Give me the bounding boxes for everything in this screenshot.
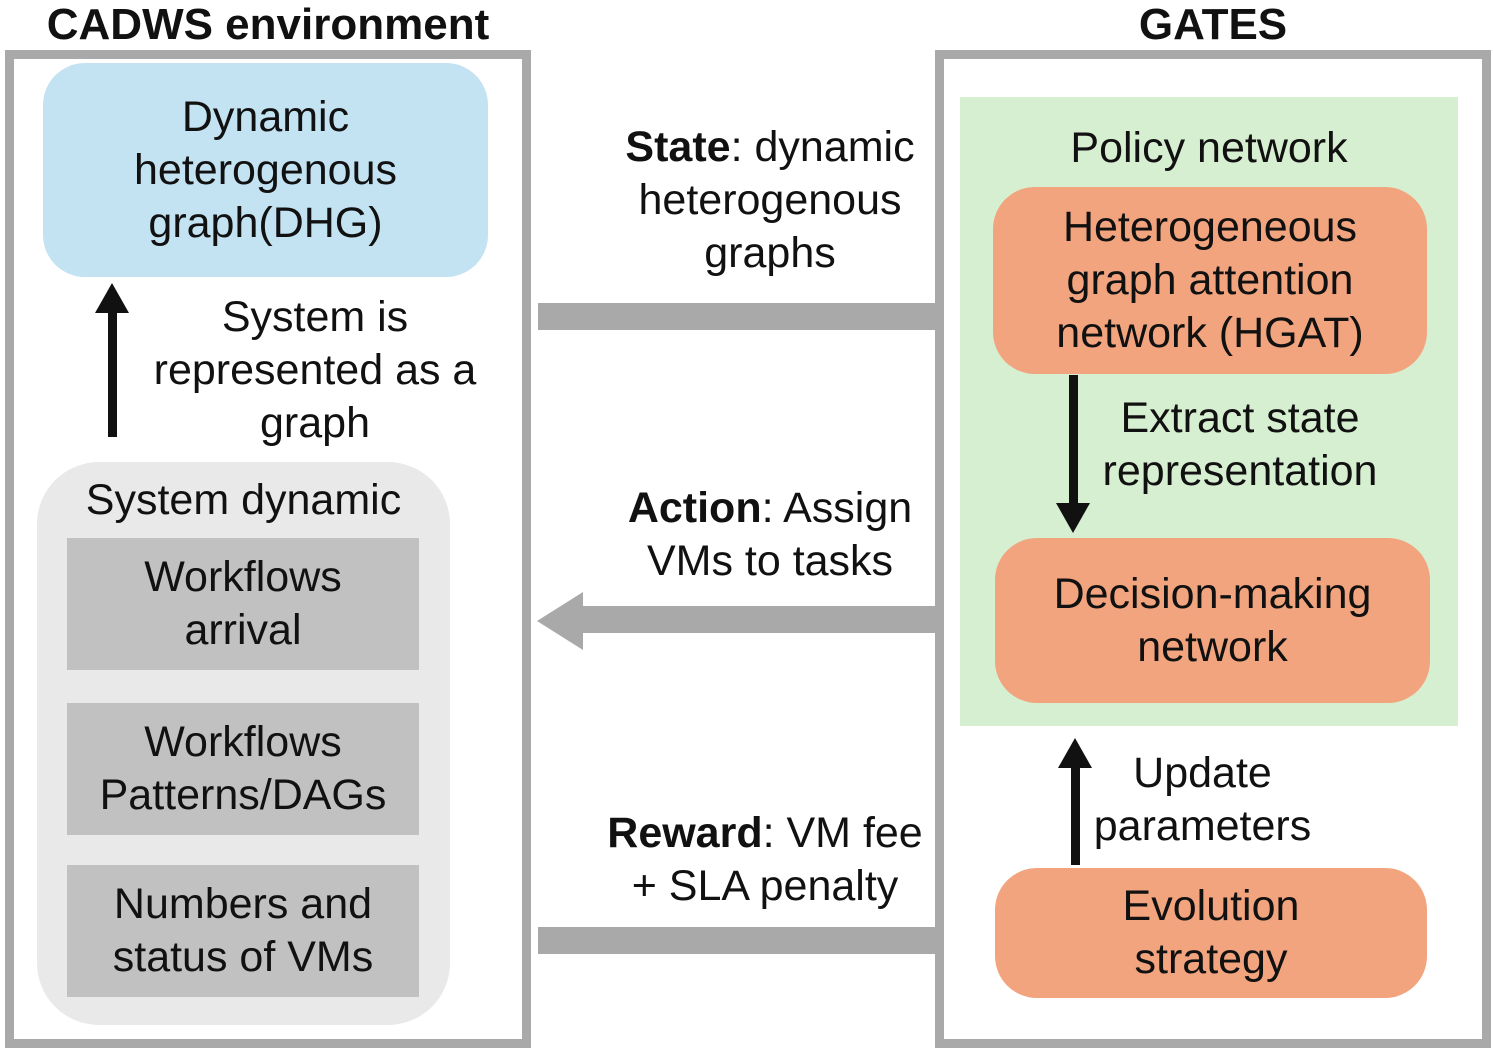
- action-flow-text: : Assign VMs to tasks: [646, 484, 913, 585]
- reward-flow-keyword: Reward: [607, 809, 763, 857]
- state-flow-arrow-shaft: [538, 303, 950, 330]
- system-dynamic-item-workflows-patterns: Workflows Patterns/DAGs: [67, 703, 419, 835]
- reward-flow-arrow-shaft: [538, 927, 950, 954]
- extract-state-arrow-shaft: [1069, 375, 1078, 505]
- update-parameters-arrow-shaft: [1071, 766, 1080, 865]
- system-graph-arrow-shaft: [108, 305, 117, 437]
- dhg-box: Dynamic heterogenous graph(DHG): [43, 63, 488, 277]
- system-graph-arrow-head: [95, 283, 129, 313]
- policy-network-title: Policy network: [1070, 124, 1348, 172]
- state-flow-text: : dynamic heterogenous graphs: [638, 123, 915, 277]
- cadws-panel-title: CADWS environment: [46, 0, 490, 49]
- evolution-strategy-box: Evolution strategy: [995, 868, 1427, 998]
- hgat-box: Heterogeneous graph attention network (H…: [993, 187, 1427, 374]
- gates-panel-title: GATES: [1138, 0, 1288, 49]
- system-graph-arrow-label: System is represented as a graph: [153, 293, 477, 447]
- update-parameters-label: Update parameters: [1093, 749, 1312, 850]
- update-parameters-arrow-head: [1058, 738, 1092, 768]
- state-flow-label: State: dynamic heterogenous graphs: [610, 121, 930, 280]
- decision-network-box: Decision-making network: [995, 538, 1430, 703]
- action-flow-label: Action: Assign VMs to tasks: [610, 482, 930, 588]
- reward-flow-label: Reward: VM fee + SLA penalty: [600, 807, 930, 913]
- action-flow-arrow-shaft: [583, 606, 995, 633]
- state-flow-keyword: State: [625, 123, 731, 171]
- reward-flow-text: : VM fee + SLA penalty: [631, 809, 923, 910]
- system-dynamic-item-vm-status: Numbers and status of VMs: [67, 865, 419, 997]
- action-flow-keyword: Action: [627, 484, 762, 532]
- extract-state-label: Extract state representation: [1102, 394, 1378, 495]
- system-dynamic-item-workflows-arrival: Workflows arrival: [67, 538, 419, 670]
- system-dynamic-title: System dynamic: [85, 476, 402, 524]
- extract-state-arrow-head: [1056, 503, 1090, 533]
- action-flow-arrow-head: [537, 592, 583, 650]
